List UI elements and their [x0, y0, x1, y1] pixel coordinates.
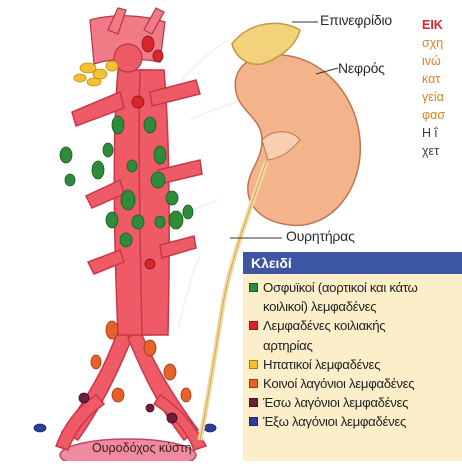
legend-item-label: Οσφυϊκοί (αορτικοί και κάτω — [263, 280, 418, 295]
legend-item: Λεμφαδένες κοιλιακής — [249, 316, 462, 335]
label-bladder: Ουροδόχος κύστη — [92, 441, 192, 455]
legend-swatch — [249, 283, 258, 292]
legend-item-label: Λεμφαδένες κοιλιακής — [263, 318, 385, 333]
legend-item-label: Έξω λαγόνιοι λεμφαδένες — [263, 414, 406, 429]
legend-list: Οσφυϊκοί (αορτικοί και κάτω κοιλικοί) λε… — [243, 274, 462, 432]
legend-item-label: Ηπατικοί λεμφαδένες — [263, 357, 380, 372]
caption-line: φασ — [422, 106, 462, 124]
hepatic-nodes — [74, 61, 118, 86]
legend-item: Κοινοί λαγόνιοι λεμφαδένες — [249, 374, 462, 393]
caption-fragment: ΕΙΚ σχη ινώ κατ γεία φασ Η ΐ χετ — [422, 16, 462, 160]
legend-swatch — [249, 398, 258, 407]
legend-item: Έσω λαγόνιοι λεμφαδένες — [249, 393, 462, 412]
legend-title: Κλειδί — [243, 252, 462, 274]
label-adrenal: Επινεφρίδιο — [320, 12, 392, 28]
legend-item-label: Κοινοί λαγόνιοι λεμφαδένες — [263, 376, 414, 391]
upper-vessels — [90, 8, 165, 72]
legend-item: Ηπατικοί λεμφαδένες — [249, 355, 462, 374]
label-ureter: Ουρητήρας — [286, 228, 355, 244]
label-kidney: Νεφρός — [338, 60, 385, 76]
caption-line: ινώ — [422, 52, 462, 70]
legend-item-label: κοιλικοί) λεμφαδένες — [263, 299, 376, 314]
caption-line: γεία — [422, 88, 462, 106]
caption-line: ΕΙΚ — [422, 16, 462, 34]
caption-line: σχη — [422, 34, 462, 52]
legend-swatch — [249, 360, 258, 369]
legend-item-label: Έσω λαγόνιοι λεμφαδένες — [263, 395, 408, 410]
legend-item: Έξω λαγόνιοι λεμφαδένες — [249, 412, 462, 431]
legend-item: αρτηρίας — [249, 336, 462, 355]
legend-item: κοιλικοί) λεμφαδένες — [249, 297, 462, 316]
legend-key: Κλειδί Οσφυϊκοί (αορτικοί και κάτω κοιλι… — [243, 252, 462, 461]
legend-item: Οσφυϊκοί (αορτικοί και κάτω — [249, 278, 462, 297]
caption-line: Η ΐ — [422, 124, 462, 142]
legend-swatch — [249, 417, 258, 426]
legend-swatch — [249, 321, 258, 330]
legend-item-label: αρτηρίας — [263, 338, 313, 353]
legend-swatch — [249, 379, 258, 388]
caption-line: κατ — [422, 70, 462, 88]
aorta-trunk — [72, 70, 202, 335]
caption-line: χετ — [422, 142, 462, 160]
